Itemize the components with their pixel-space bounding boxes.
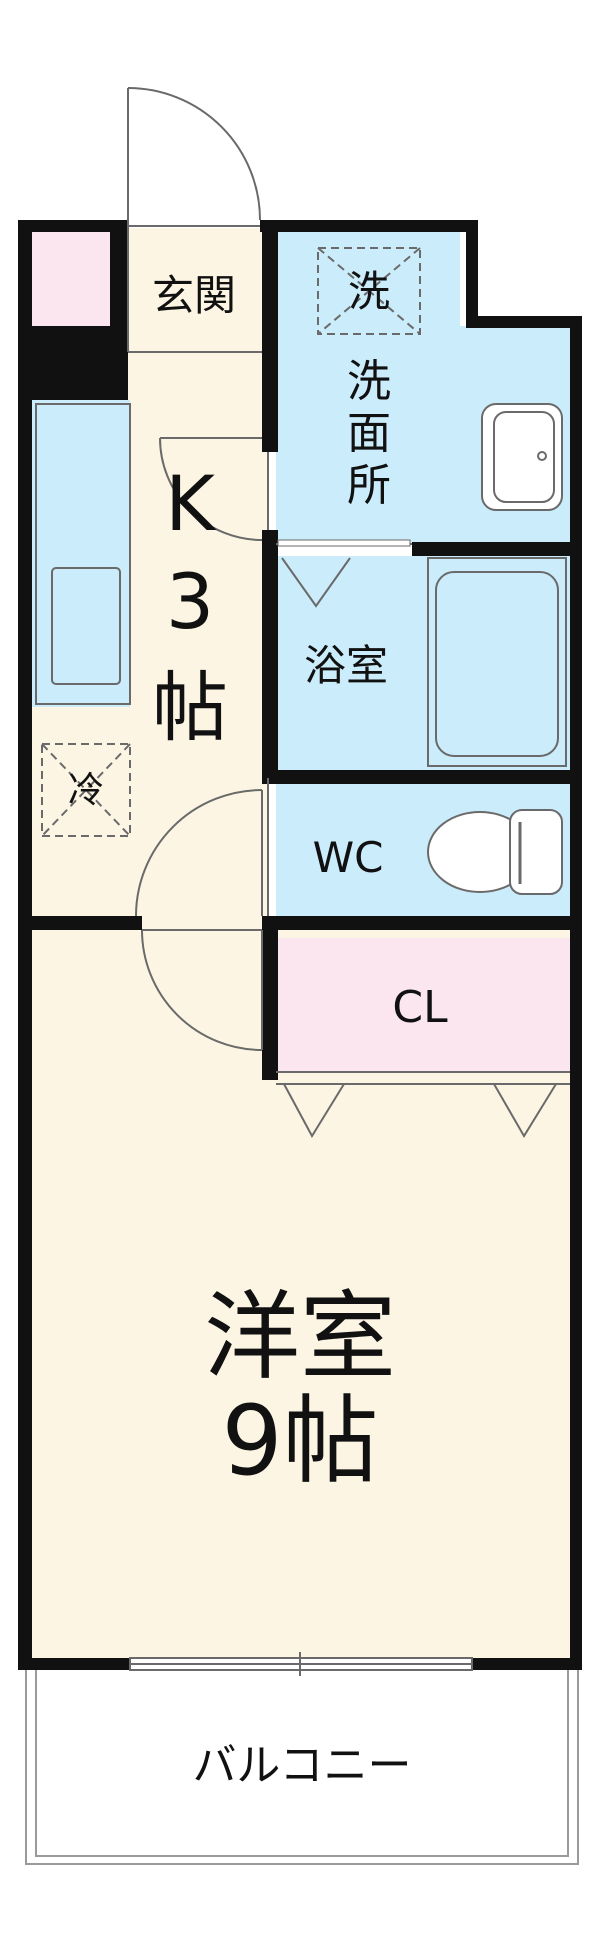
wall-top-left xyxy=(18,220,128,232)
closet-floor xyxy=(276,938,570,1072)
wall-kitchen-room-right xyxy=(262,916,282,930)
bathroom-label: 浴室 xyxy=(304,641,388,690)
closet-door-marks xyxy=(283,1083,557,1139)
walls xyxy=(18,220,582,1670)
washroom-threshold xyxy=(277,539,411,547)
washer-label: 洗 xyxy=(348,267,390,316)
washroom-label-2: 面 xyxy=(347,408,391,459)
bath-door-mark xyxy=(281,557,351,608)
wall-right-upper xyxy=(466,220,478,328)
toilet-fixture xyxy=(427,809,563,895)
wall-kitchen-room-left xyxy=(18,916,142,930)
wall-bath-wc xyxy=(262,770,582,784)
washroom-floor xyxy=(276,228,460,328)
washroom-label-1: 洗 xyxy=(347,356,391,407)
wall-bottom-right xyxy=(472,1658,582,1670)
kitchen-counter xyxy=(30,400,130,707)
fridge-label: 冷 xyxy=(68,770,104,811)
kitchen-k-label: K xyxy=(165,459,217,548)
fridge-box xyxy=(41,743,131,837)
kitchen-door-swing xyxy=(159,437,263,541)
kitchen-unit-label: 帖 xyxy=(152,663,228,752)
wall-bottom-left xyxy=(18,1658,130,1670)
bathtub xyxy=(427,557,567,767)
storage-divider xyxy=(110,228,128,328)
washroom-label-3: 所 xyxy=(347,460,391,511)
entrance-door xyxy=(127,87,261,232)
floor-fills xyxy=(30,228,570,1661)
wall-top-right xyxy=(260,220,478,232)
washer-box xyxy=(317,247,421,335)
balcony-outline xyxy=(25,1670,579,1865)
wall-wash-bath xyxy=(412,542,582,556)
closet-label: CL xyxy=(392,982,448,1033)
toilet-label: WC xyxy=(313,833,384,882)
wall-jog xyxy=(466,316,582,328)
balcony-window xyxy=(129,1652,473,1676)
western-size-label: 9帖 xyxy=(221,1385,378,1497)
wash-basin xyxy=(481,403,563,511)
wall-center-upper xyxy=(262,228,278,452)
kitchen-size-label: 3 xyxy=(166,557,214,646)
wall-left xyxy=(18,220,32,1670)
western-room-label: 洋室 xyxy=(204,1281,396,1393)
storage-pink xyxy=(30,228,110,328)
wall-right xyxy=(570,316,582,1670)
storage-block xyxy=(30,326,128,400)
wall-center-mid xyxy=(262,530,278,778)
wall-center-lower xyxy=(262,928,278,1080)
room-door-swing xyxy=(141,929,263,1051)
kitchen-room-door xyxy=(135,789,263,917)
entrance-label: 玄関 xyxy=(152,271,236,320)
wall-wc-cl xyxy=(262,916,582,930)
kitchen-sink xyxy=(35,403,131,705)
balcony-label: バルコニー xyxy=(192,1740,411,1791)
